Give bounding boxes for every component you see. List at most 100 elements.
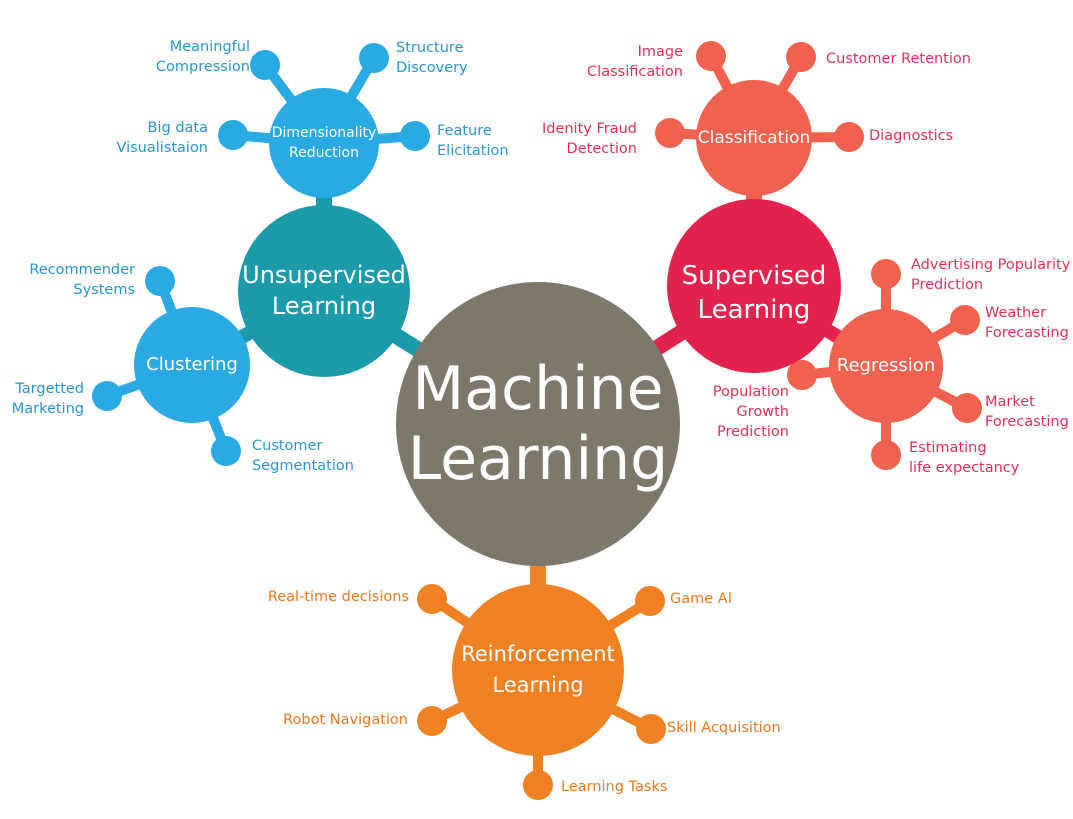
leaf-line: Image [637,44,683,60]
leaf-big-data-visualisation: Big data Visualistaion [116,118,208,158]
leaf-dot-clu-0 [145,266,175,296]
leaf-dot-rl-4 [523,770,553,800]
leaf-dot-dim-0 [250,50,280,80]
leaf-line: Detection [566,141,637,157]
leaf-dot-cla-3 [834,122,864,152]
reinforcement-line-2: Learning [492,673,584,697]
leaf-line: Visualistaion [116,140,208,156]
leaf-line: Compression [155,59,250,75]
leaf-line: Recommender [29,262,135,278]
leaf-dot-dim-1 [359,43,389,73]
leaf-robot-navigation: Robot Navigation [283,710,408,730]
reinforcement-node [452,584,624,756]
leaf-line: Game AI [670,591,732,607]
leaf-targetted-marketing: Targetted Marketing [12,379,84,419]
leaf-dot-reg-4 [871,440,901,470]
classification-node-label: Classification [698,127,810,149]
reinforcement-node-label: Reinforcement Learning [461,639,615,701]
leaf-line: Forecasting [985,414,1069,430]
reinforcement-line-1: Reinforcement [461,642,615,666]
classification-node [696,80,812,196]
unsupervised-node [238,205,410,377]
supervised-line-1: Supervised [681,261,827,291]
clustering-line: Clustering [146,354,238,375]
leaf-line: Customer [252,438,323,454]
leaf-line: Marketing [11,401,84,417]
leaf-dot-reg-0 [871,259,901,289]
leaf-line: Classification [587,64,683,80]
leaf-line: Elicitation [437,143,509,159]
leaf-image-classification: Image Classification [587,42,683,82]
regression-node [829,309,943,423]
leaf-recommender-systems: Recommender Systems [29,260,135,300]
clustering-node-label: Clustering [146,354,238,376]
dimensionality-line-1: Dimensionality [271,125,377,141]
leaf-line: Prediction [716,424,789,440]
leaf-line: Targetted [15,381,84,397]
leaf-line: Idenity Fraud [541,121,637,137]
unsupervised-line-1: Unsupervised [242,261,406,289]
leaf-line: Segmentation [252,458,354,474]
leaf-line: Discovery [396,60,468,76]
leaf-line: Structure [396,40,464,56]
leaf-dot-dim-2 [218,120,248,150]
supervised-node-label: Supervised Learning [682,259,827,327]
classification-line: Classification [697,128,811,148]
leaf-line: Robot Navigation [283,712,408,728]
leaf-line: Systems [73,282,135,298]
leaf-dot-reg-3 [952,393,982,423]
leaf-line: Big data [147,120,208,136]
leaf-identity-fraud-detection: Idenity Fraud Detection [542,119,637,159]
clustering-node [134,307,250,423]
leaf-line: Diagnostics [869,128,954,144]
supervised-node [667,199,841,373]
leaf-learning-tasks: Learning Tasks [561,777,667,797]
leaf-line: Prediction [911,277,984,293]
center-line-1: Machine [412,354,664,424]
dimensionality-node-label: Dimensionality Reduction [272,123,377,163]
leaf-dot-reg-1 [950,305,980,335]
leaf-line: Population [712,384,789,400]
leaf-population-growth: Population Growth Prediction [713,382,789,442]
leaf-line: Real-time decisions [267,589,409,605]
leaf-market-forecasting: Market Forecasting [985,392,1069,432]
leaf-customer-retention: Customer Retention [826,49,971,69]
unsupervised-line-2: Learning [271,292,377,320]
leaf-dot-cla-0 [696,41,726,71]
leaf-dot-cla-1 [786,42,816,72]
leaf-diagnostics: Diagnostics [869,126,953,146]
leaf-line: life expectancy [909,460,1020,476]
unsupervised-node-label: Unsupervised Learning [242,260,406,322]
leaf-dot-rl-3 [636,714,666,744]
leaf-advertising-popularity: Advertising Popularity Prediction [911,255,1070,295]
leaf-dot-reg-2 [787,360,817,390]
center-line-2: Learning [407,424,669,494]
leaf-dot-rl-0 [417,584,447,614]
leaf-line: Weather [985,305,1047,321]
supervised-line-2: Learning [697,295,811,325]
leaf-line: Market [985,394,1035,410]
leaf-line: Forecasting [985,325,1069,341]
leaf-structure-discovery: Structure Discovery [396,38,468,78]
regression-line: Regression [836,355,936,376]
leaf-line: Customer Retention [826,51,971,67]
leaf-game-ai: Game AI [670,589,732,609]
regression-node-label: Regression [837,355,935,377]
dimensionality-node [269,88,379,198]
leaf-dot-clu-1 [92,381,122,411]
leaf-line: Feature [437,123,492,139]
dimensionality-line-2: Reduction [289,145,359,161]
leaf-weather-forecasting: Weather Forecasting [985,303,1069,343]
leaf-dot-cla-2 [655,118,685,148]
leaf-feature-elicitation: Feature Elicitation [437,121,509,161]
center-node [396,282,680,566]
leaf-customer-segmentation: Customer Segmentation [252,436,354,476]
leaf-meaningful-compression: Meaningful Compression [156,37,250,77]
leaf-dot-clu-2 [211,436,241,466]
leaf-estimating-life-expectancy: Estimating life expectancy [909,438,1019,478]
center-node-label: Machine Learning [408,354,668,494]
leaf-dot-rl-2 [417,706,447,736]
leaf-line: Learning Tasks [561,779,668,795]
